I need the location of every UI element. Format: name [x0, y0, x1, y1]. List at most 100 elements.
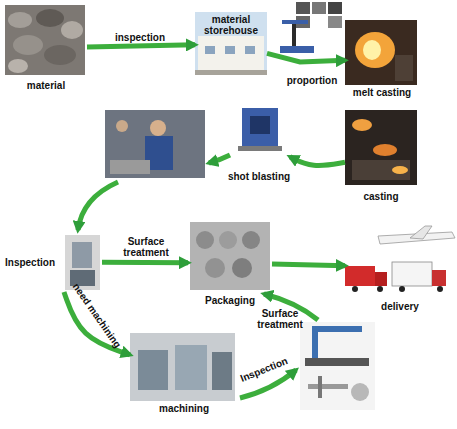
- flow-label: Surface treatment: [252, 308, 308, 330]
- photo-frame: [345, 110, 417, 185]
- truck-cab: [375, 272, 387, 286]
- process-step: proportion: [278, 2, 346, 86]
- truck-cab: [432, 270, 446, 286]
- sample-photo: [328, 2, 342, 14]
- process-step: Inspection: [5, 232, 102, 292]
- wheel: [399, 286, 405, 292]
- workpiece: [110, 160, 150, 174]
- mould-line: [352, 160, 410, 180]
- truck: [392, 262, 432, 286]
- furnace: [395, 55, 413, 81]
- process-step: machining: [130, 332, 238, 414]
- machine-base: [70, 270, 95, 286]
- process-step: casting: [345, 110, 417, 202]
- process-step: Packaging: [188, 220, 272, 306]
- casting-part: [219, 231, 237, 249]
- step-caption: delivery: [325, 301, 457, 312]
- worker-head: [150, 120, 166, 136]
- step-caption: machining: [110, 403, 258, 414]
- melt-casting-photo: [345, 20, 417, 85]
- flow-arrow: [267, 53, 345, 62]
- step-caption: casting: [325, 191, 437, 202]
- metal-piece: [8, 12, 32, 28]
- photo-frame: [345, 20, 417, 85]
- truck: [345, 266, 375, 286]
- flow-arrow: [264, 294, 318, 320]
- process-step: material storehouse: [195, 12, 267, 76]
- photo-frame: [5, 5, 85, 75]
- step-caption: Inspection: [5, 257, 63, 268]
- flow-label: Inspection: [234, 353, 294, 386]
- flow-arrow: [78, 182, 118, 230]
- photo-frame: [190, 222, 270, 290]
- metal-piece: [44, 45, 76, 65]
- worker-head: [116, 120, 128, 132]
- wheel: [437, 286, 443, 292]
- casting-photo: [345, 110, 417, 185]
- process-step: melt casting: [345, 20, 419, 98]
- machine-tool: [175, 345, 207, 390]
- photo-frame: [130, 333, 235, 401]
- photo-frame: [105, 110, 205, 178]
- wheel: [377, 286, 383, 292]
- step-caption: material: [0, 80, 107, 91]
- hot-metal: [392, 166, 408, 174]
- sample-photo: [312, 2, 326, 14]
- window: [205, 46, 215, 54]
- machine-tool: [138, 350, 168, 390]
- sample-photo: [296, 2, 310, 14]
- scale-top: [282, 20, 308, 24]
- airplane-wing: [410, 226, 432, 239]
- molten-core: [363, 40, 381, 60]
- step-caption: shot blasting: [208, 171, 310, 182]
- cmm-bridge: [312, 326, 362, 332]
- window: [225, 46, 235, 54]
- edge-label: inspection: [105, 32, 175, 43]
- edge-label: need machining: [67, 275, 128, 355]
- wheel: [352, 286, 358, 292]
- proportion-photos: [280, 2, 342, 53]
- metal-piece: [13, 35, 43, 55]
- delivery-photo: [345, 226, 455, 292]
- step-caption: Packaging: [168, 295, 292, 306]
- casting-part: [205, 258, 225, 278]
- process-step: delivery: [345, 222, 455, 312]
- window: [245, 46, 255, 54]
- inspection-machine: [65, 235, 100, 290]
- flow-arrow: [272, 264, 345, 266]
- building: [198, 36, 264, 72]
- casting-part: [196, 231, 214, 249]
- machining-photo: [130, 333, 235, 401]
- hot-metal: [352, 119, 372, 131]
- storehouse-photo: [195, 12, 267, 75]
- layout-arrows: [78, 155, 318, 398]
- material-photo: [5, 5, 85, 75]
- flow-arrow: [290, 157, 345, 166]
- step-caption: melt casting: [325, 87, 439, 98]
- flow-arrow: [102, 260, 188, 265]
- photo-frame: [65, 235, 100, 290]
- micrometer: [351, 383, 369, 401]
- measuring-tools-photo: [300, 322, 375, 410]
- flow-arrow: [209, 155, 230, 163]
- hot-metal: [373, 144, 397, 156]
- step-caption: material storehouse: [195, 14, 267, 36]
- packaging-photo: [190, 222, 270, 290]
- metal-piece: [36, 9, 64, 27]
- sample-photo: [328, 16, 342, 28]
- step-caption: proportion: [258, 75, 366, 86]
- shot-blasting-machine: [238, 108, 282, 151]
- metal-piece: [61, 21, 83, 39]
- machine-body: [72, 242, 92, 268]
- machine-body: [242, 108, 278, 148]
- casting-part: [242, 231, 260, 249]
- metal-piece: [8, 59, 28, 73]
- process-step: shot blasting: [228, 100, 290, 182]
- edge-label: Surface treatment: [118, 236, 174, 258]
- scale-base: [280, 46, 314, 53]
